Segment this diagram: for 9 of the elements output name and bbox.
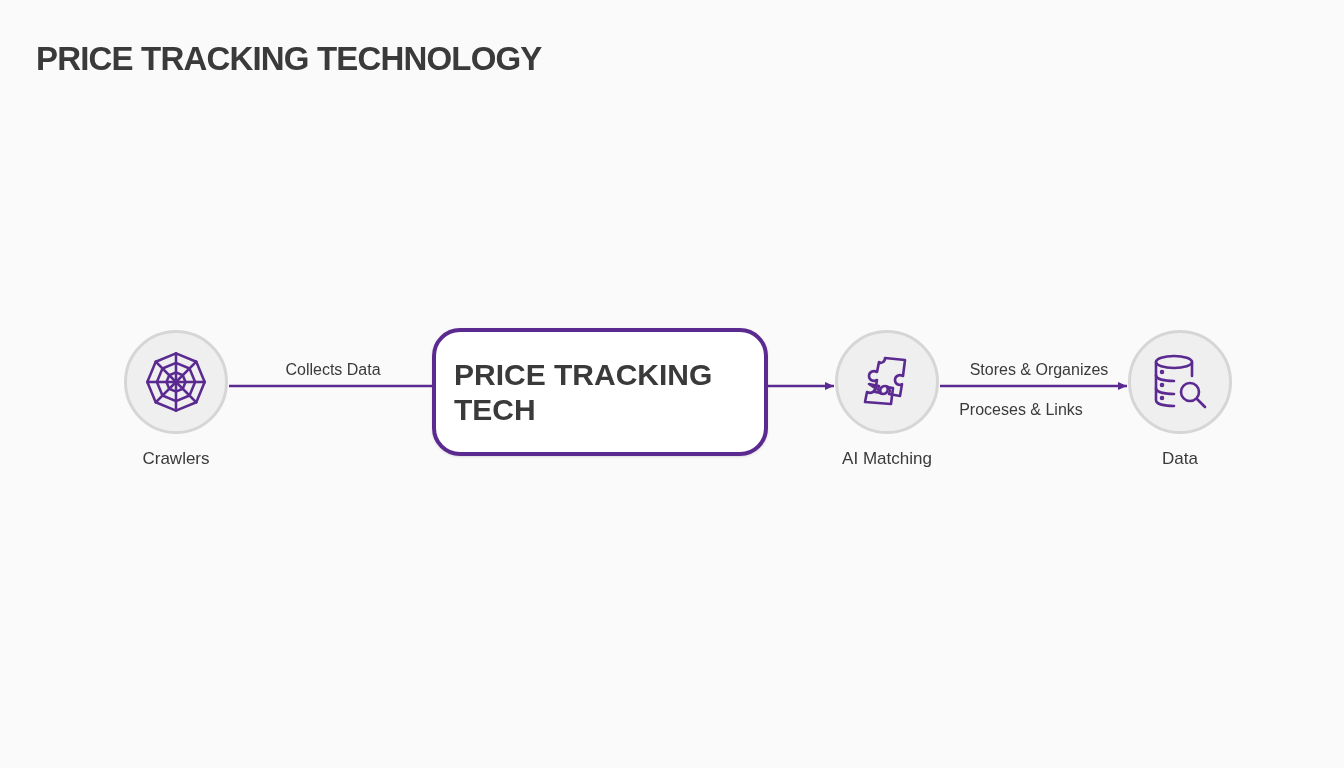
arrow (768, 382, 834, 390)
node-label: Data (1162, 448, 1198, 470)
title: PRICE TRACKING TECHNOLOGY (36, 39, 542, 79)
box-title: PRICE TRACKING TECH (454, 357, 714, 427)
process-box (432, 328, 768, 456)
node-label: Crawlers (142, 448, 210, 470)
node-label: AI Matching (842, 448, 932, 470)
arrow (940, 382, 1127, 390)
flow-note: Proceses & Links (958, 400, 1084, 420)
